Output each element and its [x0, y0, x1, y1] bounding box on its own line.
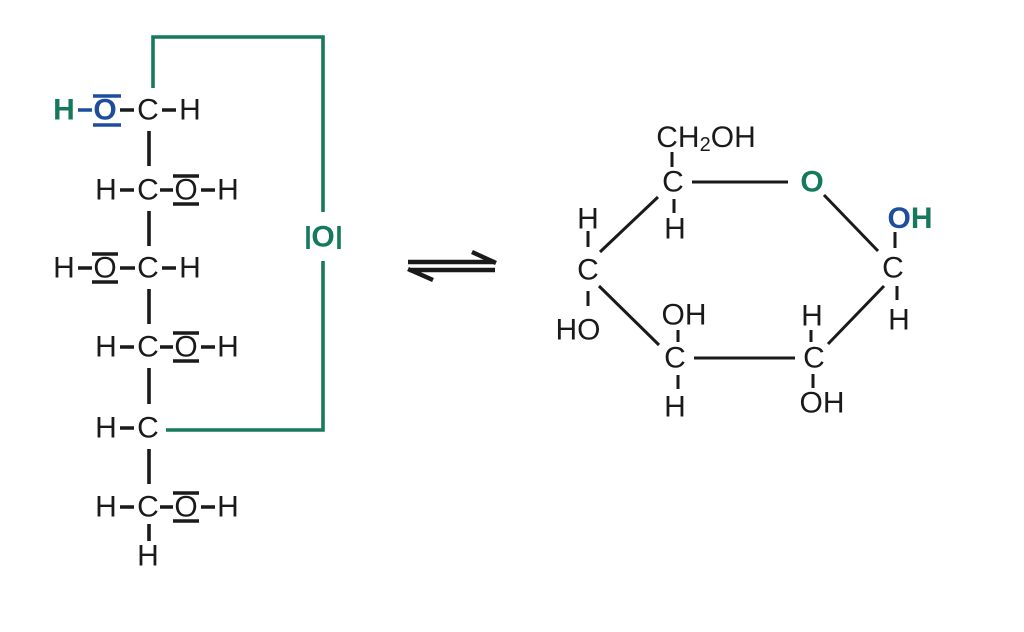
ch2oh-pre: CH	[656, 121, 699, 154]
ring-c2-hydrogen: H	[801, 300, 823, 333]
open-chain-structure: C H H C O H H O C H H C O H H C H C O H …	[53, 35, 341, 573]
equilibrium-harpoons	[407, 250, 497, 283]
ring-atoms: CH2OH C H H C HO OH C H H C OH C H	[556, 121, 910, 424]
ring-c4-carbon: C	[577, 254, 599, 287]
ch2oh-label: CH2OH	[656, 121, 755, 157]
ring-c4-hydrogen: H	[577, 203, 599, 236]
c4-hydrogen-right: H	[217, 331, 239, 364]
ring-bonds	[586, 152, 899, 389]
ring-c5-hydrogen: H	[664, 213, 686, 246]
c2-oxygen: O	[174, 174, 197, 207]
ring-closure-bracket	[151, 35, 341, 432]
c3-oxygen: O	[93, 252, 116, 285]
c1-carbon: C	[137, 94, 159, 127]
c6-hydrogen-bottom: H	[137, 540, 159, 573]
c6-hydrogen-right: H	[217, 491, 239, 524]
ring-c1-hydrogen: H	[888, 304, 910, 337]
c1-hydroxyl-bond	[78, 94, 121, 127]
ring-c5-carbon: C	[662, 166, 684, 199]
ring-c2-hydroxyl: OH	[800, 387, 845, 420]
c2-hydrogen-right: H	[217, 174, 239, 207]
bridge-oxygen: O	[311, 221, 334, 254]
c3-hydrogen-left: H	[53, 252, 75, 285]
ring-oxygen: O	[800, 166, 823, 199]
ring-c2-carbon: C	[803, 342, 825, 375]
c6-oxygen: O	[174, 491, 197, 524]
c5-hydrogen: H	[95, 412, 117, 445]
c1-hydroxyl-oxygen: O	[93, 94, 116, 127]
c4-hydrogen-left: H	[95, 331, 117, 364]
open-chain-atoms: C H H C O H H O C H H C O H H C H C O H …	[53, 94, 239, 573]
equilibrium-arrow	[407, 250, 497, 283]
open-chain-bonds	[78, 108, 215, 541]
ring-c3-carbon: C	[664, 342, 686, 375]
c2-carbon: C	[137, 174, 159, 207]
ring-c1-carbon: C	[882, 252, 904, 285]
c3-hydrogen-right: H	[179, 252, 201, 285]
c1-terminal-hydrogen: H	[53, 94, 75, 127]
anomeric-oxygen: O	[887, 202, 910, 235]
ch2oh-post: OH	[711, 121, 756, 154]
c5-carbon: C	[137, 412, 159, 445]
ring-structure: CH2OH C H H C HO OH C H H C OH C H O OH	[556, 121, 933, 424]
anomeric-hydrogen: H	[911, 202, 933, 235]
c4-carbon: C	[137, 331, 159, 364]
c4-oxygen: O	[174, 331, 197, 364]
c1-hydrogen: H	[179, 94, 201, 127]
c6-carbon: C	[137, 491, 159, 524]
ring-c3-hydrogen: H	[664, 391, 686, 424]
ch2oh-subscript: 2	[700, 134, 711, 156]
ring-c4-hydroxyl: HO	[556, 314, 601, 347]
c3-carbon: C	[137, 252, 159, 285]
c6-hydrogen-left: H	[95, 491, 117, 524]
anomeric-hydroxyl-label: OH	[887, 202, 932, 235]
c2-hydrogen-left: H	[95, 174, 117, 207]
ring-c3-hydroxyl: OH	[662, 299, 707, 332]
